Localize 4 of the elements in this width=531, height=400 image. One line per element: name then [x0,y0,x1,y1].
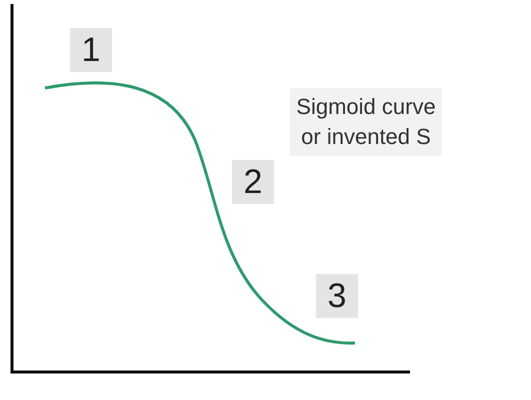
callout-number: 3 [316,274,358,318]
callout-number: 1 [70,28,112,72]
curve-note: Sigmoid curve or invented S [290,88,442,156]
callout-number: 2 [232,160,274,204]
